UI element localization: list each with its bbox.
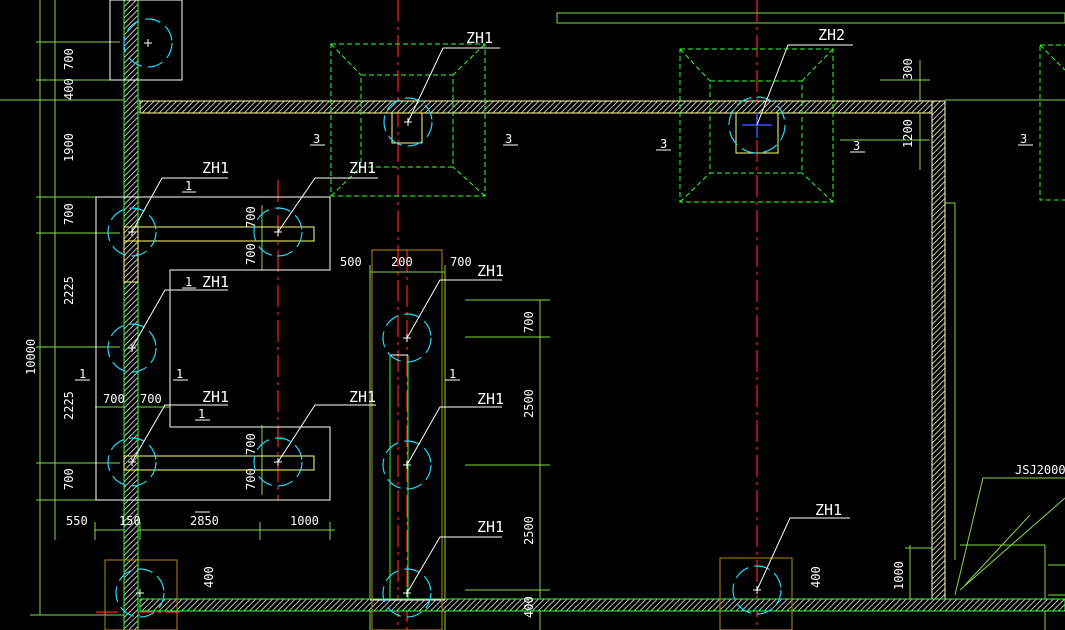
section-marks: 3 3 3 3 3 1 1 1 1 1 1 (79, 132, 1027, 421)
section-mark-1: 1 (449, 367, 456, 381)
dim-550: 550 (66, 514, 88, 528)
pile-circle (253, 437, 303, 487)
dim-700-left-1: 700 (62, 203, 76, 225)
dim-700-top: 700 (62, 48, 76, 70)
section-mark-3: 3 (505, 132, 512, 146)
pile-circle (382, 440, 432, 490)
section-mark-1: 1 (79, 367, 86, 381)
pile-circle (728, 96, 786, 154)
section-mark-1: 1 (176, 367, 183, 381)
wall-bottom (139, 598, 1065, 612)
label-zh1-left-d: ZH1 (202, 388, 229, 406)
label-zh1-right: ZH1 (815, 501, 842, 519)
pile-circle (107, 437, 157, 487)
dim-400-right-bottom: 400 (809, 566, 823, 588)
pile-circle (123, 18, 173, 68)
dim-400-top: 400 (62, 78, 76, 100)
label-zh1-left-b: ZH1 (349, 159, 376, 177)
dim-700-pile-a: 700 (244, 206, 258, 228)
label-zh1-left-e: ZH1 (349, 388, 376, 406)
section-mark-3: 3 (1020, 132, 1027, 146)
wall-right (931, 100, 946, 600)
section-mark-1: 1 (185, 275, 192, 289)
dim-2225-b: 2225 (62, 391, 76, 420)
label-zh1-left-a: ZH1 (202, 159, 229, 177)
axis-lines (96, 0, 758, 630)
leader-lines (131, 44, 853, 594)
dim-10000: 10000 (24, 339, 38, 375)
dim-700-right: 700 (522, 311, 536, 333)
pile-circle (382, 313, 432, 363)
dim-1900: 1900 (62, 133, 76, 162)
pile-labels: ZH1 ZH2 ZH1 ZH1 ZH1 ZH1 ZH1 ZH1 ZH1 ZH1 … (202, 26, 1065, 536)
dim-150: 150 (119, 514, 141, 528)
label-zh1-mid-b: ZH1 (477, 390, 504, 408)
section-mark-1: 1 (198, 407, 205, 421)
dim-700-mid: 700 (450, 255, 472, 269)
cap-outlines (95, 0, 445, 601)
dim-400-left-bottom: 400 (202, 566, 216, 588)
label-zh1-mid-a: ZH1 (477, 262, 504, 280)
dim-1000-bottom: 1000 (290, 514, 319, 528)
pile-circle (107, 207, 157, 257)
dim-2225-a: 2225 (62, 276, 76, 305)
dim-700-h1: 700 (103, 392, 125, 406)
pile-circle (253, 207, 303, 257)
dim-1200: 1200 (901, 119, 915, 148)
section-mark-3: 3 (660, 137, 667, 151)
dim-700-pile-c: 700 (244, 433, 258, 455)
pile-cap-zh1-top (330, 43, 486, 197)
section-mark-3: 3 (313, 132, 320, 146)
dim-2850: 2850 (190, 514, 219, 528)
pile-circle (383, 97, 433, 147)
dim-700-pile-b: 700 (244, 243, 258, 265)
pile-circle (115, 568, 165, 618)
section-mark-ticks (75, 144, 1033, 513)
label-zh1-top: ZH1 (466, 29, 493, 47)
walls (123, 0, 1065, 630)
dim-700-pile-d: 700 (244, 468, 258, 490)
section-mark-1: 1 (185, 179, 192, 193)
dimension-texts: 700 400 1900 700 2225 2225 700 10000 700… (24, 48, 915, 618)
wall-top (139, 100, 946, 114)
bottom-caps (104, 249, 793, 630)
dim-700-h2: 700 (140, 392, 162, 406)
wall-left (123, 0, 139, 630)
section-mark-3: 3 (853, 139, 860, 153)
pile-cap-right-edge (1039, 44, 1065, 201)
label-zh1-left-c: ZH1 (202, 273, 229, 291)
pile-cap-zh2-top (679, 48, 834, 203)
pile-circle (732, 565, 782, 615)
pile-circle (382, 568, 432, 618)
dim-400-mid-bottom: 400 (522, 596, 536, 618)
dim-2500-a: 2500 (522, 389, 536, 418)
label-zh2-top: ZH2 (818, 26, 845, 44)
dim-700-left-2: 700 (62, 468, 76, 490)
label-zh1-mid-c: ZH1 (477, 518, 504, 536)
dim-300: 300 (901, 58, 915, 80)
dim-2500-b: 2500 (522, 516, 536, 545)
dim-1000-right: 1000 (892, 561, 906, 590)
dim-500: 500 (340, 255, 362, 269)
pile-circle (107, 323, 157, 373)
label-jsj: JSJ2000 X1 (1015, 463, 1065, 477)
piles (107, 18, 786, 618)
dim-200: 200 (391, 255, 413, 269)
